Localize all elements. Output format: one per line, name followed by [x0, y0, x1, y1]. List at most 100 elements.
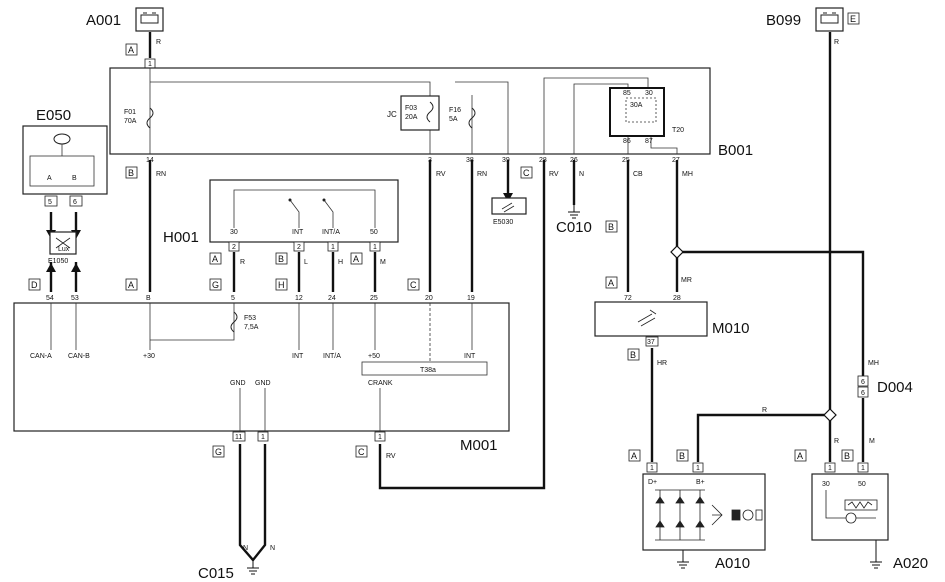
svg-text:CAN-A: CAN-A	[30, 353, 52, 360]
svg-text:B+: B+	[696, 479, 705, 486]
label-c015: C015	[198, 565, 234, 582]
svg-text:INT: INT	[464, 353, 476, 360]
svg-text:B: B	[128, 168, 134, 178]
svg-text:1: 1	[696, 465, 700, 472]
svg-text:28: 28	[539, 157, 547, 164]
svg-text:R: R	[834, 438, 839, 445]
svg-text:28: 28	[673, 295, 681, 302]
ground-icon	[247, 205, 882, 575]
fuse-icon	[146, 107, 154, 129]
svg-text:R: R	[834, 39, 839, 46]
svg-text:B: B	[630, 350, 636, 360]
svg-text:Lux: Lux	[58, 246, 70, 253]
svg-text:20: 20	[425, 295, 433, 302]
svg-text:30A: 30A	[630, 102, 643, 109]
svg-text:E1050: E1050	[48, 258, 68, 265]
svg-text:CRANK: CRANK	[368, 380, 393, 387]
svg-text:30: 30	[230, 229, 238, 236]
fuse-icon	[230, 311, 238, 333]
svg-text:50: 50	[858, 481, 866, 488]
svg-text:A: A	[128, 45, 134, 55]
component-e050: E050 A B 5 6 Lux E1050 D	[22, 107, 108, 291]
label-c010: C010	[556, 219, 592, 236]
svg-text:A: A	[212, 254, 218, 264]
splice-junction	[670, 245, 684, 259]
label-m010: M010	[712, 320, 750, 337]
svg-text:25: 25	[622, 157, 630, 164]
node-icon	[55, 237, 71, 249]
svg-text:1: 1	[378, 434, 382, 441]
svg-text:B: B	[679, 451, 685, 461]
connector-tag	[847, 12, 860, 25]
svg-text:6: 6	[861, 390, 865, 397]
svg-text:N: N	[270, 545, 275, 552]
svg-text:JC: JC	[387, 110, 397, 119]
svg-text:F03: F03	[405, 105, 417, 112]
svg-text:C: C	[410, 280, 417, 290]
svg-text:GND: GND	[255, 380, 271, 387]
svg-text:INT/A: INT/A	[323, 353, 341, 360]
svg-text:12: 12	[295, 295, 303, 302]
svg-text:+50: +50	[368, 353, 380, 360]
svg-text:5: 5	[48, 199, 52, 206]
svg-text:1: 1	[373, 244, 377, 251]
svg-text:87: 87	[645, 138, 653, 145]
svg-text:B: B	[844, 451, 850, 461]
svg-text:6: 6	[861, 379, 865, 386]
svg-text:A: A	[608, 278, 614, 288]
svg-text:2: 2	[232, 244, 236, 251]
svg-text:HR: HR	[657, 360, 667, 367]
svg-text:MH: MH	[682, 171, 693, 178]
svg-text:5A: 5A	[449, 116, 458, 123]
svg-text:27: 27	[672, 157, 680, 164]
arrow-up-icon	[46, 263, 56, 272]
switch-h001: H001 30 INT INT/A 50 2 2 1 1 R L H M A B…	[163, 179, 399, 266]
battery-icon	[140, 14, 159, 24]
label-h001: H001	[163, 229, 199, 246]
label-m001: M001	[460, 437, 498, 454]
svg-text:RV: RV	[549, 171, 559, 178]
label-b099: B099	[766, 12, 801, 29]
svg-text:25: 25	[370, 295, 378, 302]
svg-text:N: N	[579, 171, 584, 178]
svg-text:H: H	[338, 259, 343, 266]
svg-text:3: 3	[428, 157, 432, 164]
svg-text:B: B	[278, 254, 284, 264]
svg-text:7,5A: 7,5A	[244, 324, 259, 331]
svg-text:C: C	[523, 168, 530, 178]
svg-text:CB: CB	[633, 171, 643, 178]
label-a020: A020	[893, 555, 928, 572]
svg-text:RN: RN	[477, 171, 487, 178]
svg-text:14: 14	[146, 157, 154, 164]
svg-text:5: 5	[231, 295, 235, 302]
svg-text:C: C	[358, 447, 365, 457]
svg-text:1: 1	[261, 434, 265, 441]
connector-d004: MH 6 6 D004 M R R	[762, 360, 913, 445]
svg-text:R: R	[240, 259, 245, 266]
svg-text:26: 26	[570, 157, 578, 164]
svg-text:G: G	[212, 280, 219, 290]
label-b001: B001	[718, 142, 753, 159]
svg-text:MH: MH	[868, 360, 879, 367]
svg-text:A: A	[797, 451, 803, 461]
svg-text:11: 11	[235, 434, 242, 441]
svg-text:1: 1	[828, 465, 832, 472]
svg-text:38: 38	[466, 157, 474, 164]
svg-text:A: A	[47, 175, 52, 182]
svg-text:F53: F53	[244, 315, 256, 322]
label-a010: A010	[715, 555, 750, 572]
fuse-icon	[426, 101, 434, 123]
svg-text:INT: INT	[292, 353, 304, 360]
svg-text:1: 1	[148, 61, 152, 68]
motor-icon	[637, 309, 657, 327]
svg-text:39: 39	[502, 157, 510, 164]
svg-text:T20: T20	[672, 127, 684, 134]
fuse-icon	[468, 107, 476, 129]
battery-icon	[820, 14, 839, 24]
svg-text:B: B	[72, 175, 77, 182]
label-e050: E050	[36, 107, 71, 124]
alternator-a010: A B 1 1 D+ B+ A010	[628, 449, 766, 572]
svg-text:19: 19	[467, 295, 475, 302]
wire-color: R	[156, 39, 161, 46]
